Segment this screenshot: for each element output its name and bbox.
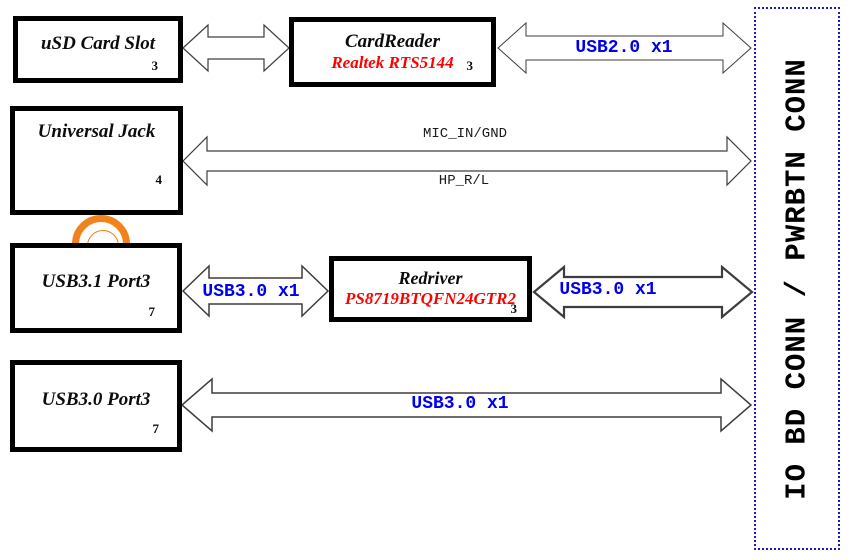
usd-card-slot-box: uSD Card Slot 3	[13, 16, 183, 83]
page-number: 7	[148, 304, 156, 319]
usb30-port3-title: USB3.0 Port3	[41, 389, 151, 411]
usb31-port3-box: USB3.1 Port3 7	[10, 243, 182, 333]
redriver-to-conn-arrow	[532, 264, 754, 320]
usb30-to-conn-arrow	[180, 377, 753, 433]
usd-to-cardreader-arrow	[182, 23, 290, 73]
universal-jack-box: Universal Jack 4	[10, 106, 183, 273]
usb2-cardreader-conn-arrow	[497, 21, 752, 75]
io-bd-conn-pwrbtn-conn-label: IO BD CONN / PWRBTN CONN	[780, 57, 814, 500]
redriver-part-number: PS8719BTQFN24GTR2	[345, 289, 516, 309]
cardreader-box: CardReader Realtek RTS5144 3	[289, 17, 496, 87]
usb31-to-redriver-arrow	[181, 264, 330, 318]
usb31-port3-title: USB3.1 Port3	[41, 271, 151, 293]
usb30-port3-box: USB3.0 Port3 7	[10, 360, 182, 452]
io-bd-conn-pwrbtn-conn-box: IO BD CONN / PWRBTN CONN	[754, 7, 840, 550]
usb3-port-direct-label: USB3.0 x1	[411, 394, 509, 414]
page-number: 3	[151, 58, 159, 73]
page-number: 7	[152, 421, 160, 436]
cardreader-title: CardReader	[345, 30, 440, 52]
audio-jack-conn-arrow	[182, 135, 752, 187]
hp-r-l-label: HP_R/L	[438, 173, 490, 189]
redriver-title: Redriver	[398, 268, 463, 289]
page-number: 3	[510, 301, 518, 316]
usb3-redriver-to-conn-label: USB3.0 x1	[559, 280, 657, 300]
redriver-box: Redriver PS8719BTQFN24GTR2 3	[329, 256, 532, 322]
usd-card-slot-title: uSD Card Slot	[40, 32, 156, 54]
usb2-link-label: USB2.0 x1	[575, 38, 673, 58]
page-number: 3	[466, 58, 474, 73]
mic-in-gnd-label: MIC_IN/GND	[422, 126, 508, 142]
page-number: 4	[155, 172, 163, 187]
usb3-port-to-redriver-label: USB3.0 x1	[202, 282, 300, 302]
universal-jack-title: Universal Jack	[37, 121, 156, 142]
cardreader-part-number: Realtek RTS5144	[331, 52, 454, 72]
